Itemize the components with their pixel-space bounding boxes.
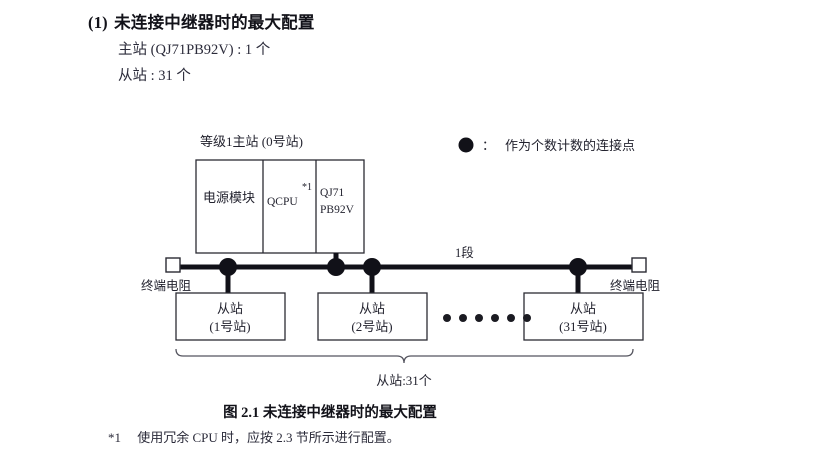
section-number: (1) [88,13,108,32]
terminator-left-icon [165,257,181,273]
slave-group-brace [175,348,634,364]
ellipsis-dots [443,314,531,322]
section-title: 未连接中继器时的最大配置 [114,13,315,32]
slave-group-label: 从站:31个 [376,373,432,388]
master-station-chassis [195,159,365,254]
summary-slave-count: 从站 : 31 个 [118,68,191,84]
slave-station-2-line2: (2号站) [351,319,392,334]
terminator-left-label: 终端电阻 [141,278,192,293]
summary-master-count: 主站 (QJ71PB92V) : 1 个 [118,42,271,58]
legend-filled-circle-icon [458,137,474,153]
slave-station-2-box [317,292,428,341]
figure-caption: 图 2.1 未连接中继器时的最大配置 [223,405,437,421]
connection-node-master [327,258,345,276]
pb92v-module-line1: QJ71 [320,187,345,199]
slave-station-2-line1: 从站 [359,301,385,316]
pb92v-module-line2: PB92V [320,204,355,216]
slave-station-31-line2: (31号站) [559,319,607,334]
slave-station-1-line1: 从站 [217,301,243,316]
footnote-mark: *1 [108,430,121,445]
section-heading: (1) 未连接中继器时的最大配置 [88,9,315,33]
slave-station-1-box [175,292,286,341]
terminator-right-icon [631,257,647,273]
figure-footnote: *1 使用冗余 CPU 时，应按 2.3 节所示进行配置。 [108,427,400,446]
footnote-text: 使用冗余 CPU 时，应按 2.3 节所示进行配置。 [137,430,400,445]
power-module-label: 电源模块 [203,190,255,205]
slave-station-1-line2: (1号站) [209,319,250,334]
legend-separator: ： [482,138,495,153]
terminator-right-label: 终端电阻 [610,278,661,293]
slave-station-31-line1: 从站 [570,301,596,316]
qcpu-module-label: QCPU [267,196,298,208]
qcpu-footnote-mark: *1 [302,182,312,193]
master-station-label: 等级1主站 (0号站) [200,134,303,149]
legend-text: 作为个数计数的连接点 [505,138,635,153]
segment-label: 1段 [455,245,474,260]
